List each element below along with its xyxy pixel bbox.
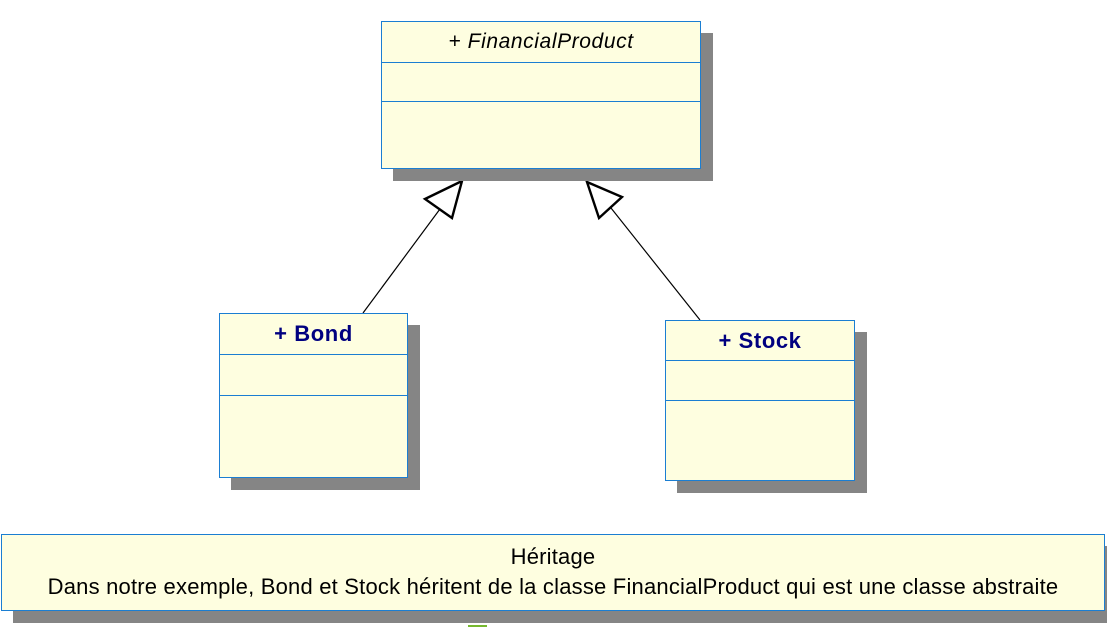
class-box-stock[interactable]: + Stock [665,320,855,481]
attributes-compartment [220,355,407,396]
inheritance-arrow-bond-to-financialproduct[interactable] [362,178,464,314]
selection-handle[interactable] [468,625,487,627]
note-body: Dans notre exemple, Bond et Stock hérite… [47,574,1059,599]
class-name-bond: + Bond [220,314,407,355]
methods-compartment [220,396,407,477]
methods-compartment [382,102,700,168]
attributes-compartment [382,63,700,102]
class-box-financialproduct[interactable]: + FinancialProduct [381,21,701,169]
class-box-bond[interactable]: + Bond [219,313,408,478]
attributes-compartment [666,361,854,401]
hollow-triangle-arrowhead-icon [422,178,464,220]
methods-compartment [666,401,854,480]
class-name-financialproduct: + FinancialProduct [382,22,700,63]
note-title: Héritage [510,544,596,569]
inheritance-arrow-stock-to-financialproduct[interactable] [585,179,701,321]
inheritance-line-bond[interactable] [362,208,441,314]
note-heritage[interactable]: Héritage Dans notre exemple, Bond et Sto… [1,534,1105,611]
hollow-triangle-arrowhead-icon [585,179,625,221]
inheritance-line-stock[interactable] [610,207,701,321]
class-name-stock: + Stock [666,321,854,361]
